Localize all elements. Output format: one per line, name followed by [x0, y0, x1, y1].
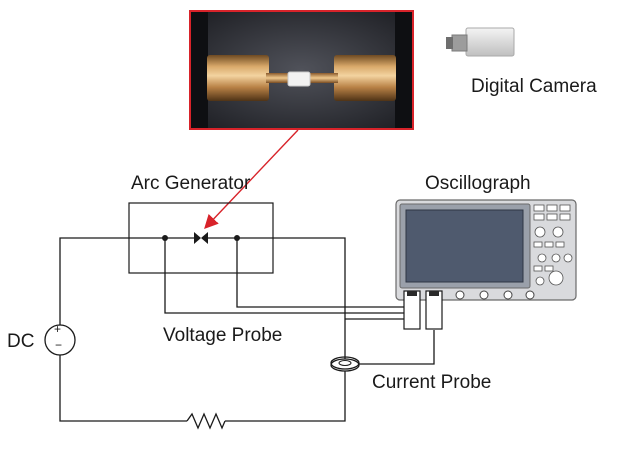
oscillograph-device — [395, 199, 577, 330]
photo-pointer-arrow — [204, 129, 299, 230]
arc-gap-symbol — [162, 232, 240, 244]
dc-minus-sign: − — [55, 338, 63, 352]
current-probe-label: Current Probe — [372, 372, 492, 393]
dc-source-icon — [44, 324, 76, 356]
circuit-wires — [59, 237, 435, 422]
digital-camera-label: Digital Camera — [471, 76, 597, 97]
electrode-photo — [189, 10, 414, 130]
resistor-icon — [186, 412, 226, 430]
dc-label: DC — [7, 331, 35, 352]
dc-plus-sign: + — [54, 322, 62, 336]
camera-icon — [446, 27, 515, 57]
oscillograph-label: Oscillograph — [425, 173, 531, 194]
arc-generator-label: Arc Generator — [131, 173, 251, 194]
current-probe-ring-icon — [330, 356, 360, 372]
voltage-probe-label: Voltage Probe — [163, 325, 283, 346]
